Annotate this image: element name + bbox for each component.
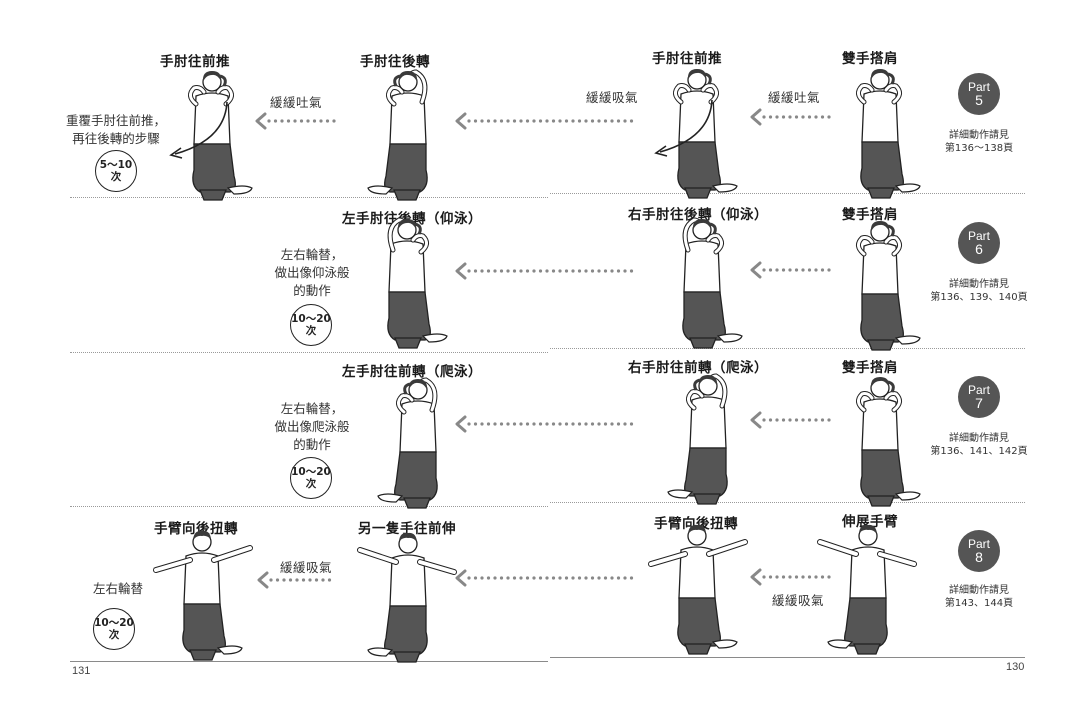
motion-arrow-right-row1 [654,99,713,157]
left-row4-note: 左右輪替 [92,581,143,596]
right-row1-breath-inhale: 緩緩吸氣 [586,90,639,105]
right-row1-title-hands: 雙手搭肩 [842,51,898,67]
figure-right-row2-backstroke [682,217,743,349]
part-7-ref-line1: 詳細動作請見 [949,433,1009,444]
right-page-number: 130 [1006,661,1025,673]
part-8-label: Part [967,537,990,551]
part-8-ref-line1: 詳細動作請見 [949,585,1009,596]
part-5-number: 5 [975,92,983,108]
left-row2-arrow [455,262,634,280]
left-row1-note-line1: 重覆手肘往前推， [65,113,166,128]
part-7-reference: 詳細動作請見 第136、141、142頁 [918,432,1040,458]
right-row1-title-push: 手肘往前推 [652,51,722,67]
left-row2-count-badge: 10〜20 次 [290,304,332,346]
left-row3-note-line2: 做出像爬泳般 [274,419,350,434]
left-row2-note-line1: 左右輪替， [280,247,344,262]
left-row4-breath: 緩緩吸氣 [280,560,333,575]
right-row4-title-extend: 伸展手臂 [842,514,898,530]
left-row1-note-line2: 再往後轉的步驟 [72,131,160,146]
figure-right-row3-crawl [667,373,728,505]
part-7-badge: Part 7 [958,376,1000,418]
right-row3-divider [550,502,1025,503]
part-8-number: 8 [975,549,983,565]
part-8-ref-line2: 第143、144頁 [944,598,1014,609]
left-row4-arrow-b [455,569,634,587]
right-row1-arrow-b [750,108,831,126]
left-row1-arrow-b [455,112,634,130]
right-row3-title-hands: 雙手搭肩 [842,360,898,376]
right-row2-arrow [750,261,831,279]
part-8-reference: 詳細動作請見 第143、144頁 [930,584,1028,610]
left-row2-divider [70,352,548,353]
part-5-badge: Part 5 [958,73,1000,115]
left-row2-note-line2: 做出像仰泳般 [274,265,350,280]
left-row2-note: 左右輪替， 做出像仰泳般 的動作 [262,246,362,300]
part-7-label: Part [967,383,990,397]
left-row1-count-badge: 5〜10 次 [95,150,137,192]
motion-arrow-left-row1 [169,101,228,159]
figure-right-row3-hands [856,377,921,507]
part-5-ref-line1: 詳細動作請見 [949,130,1009,141]
figure-right-row4-twist [648,524,748,655]
right-row2-title-rotate: 右手肘往後轉（仰泳） [628,207,768,223]
figure-left-row1-rotate [367,69,428,201]
right-row3-arrow [750,411,831,429]
left-row3-note-line3: 的動作 [293,437,331,452]
left-row3-note: 左右輪替， 做出像爬泳般 的動作 [262,400,362,454]
part-5-label: Part [967,80,990,94]
left-row2-note-line3: 的動作 [293,283,331,298]
part-8-badge: Part 8 [958,530,1000,572]
left-row1-breath: 緩緩吐氣 [270,95,323,110]
right-row4-breath: 緩緩吸氣 [772,593,825,608]
left-row1-title-push: 手肘往前推 [160,54,230,70]
part-6-badge: Part 6 [958,222,1000,264]
figure-right-row4-extend [817,524,917,655]
left-row1-title-rotate: 手肘往後轉 [360,54,430,70]
left-row3-count-badge: 10〜20 次 [290,457,332,499]
right-row2-title-hands: 雙手搭肩 [842,207,898,223]
left-row2-title: 左手肘往後轉（仰泳） [342,211,482,227]
left-row4-arrow [257,571,332,589]
right-row4-title-twist: 手臂向後扭轉 [654,516,738,532]
part-6-reference: 詳細動作請見 第136、139、140頁 [918,278,1040,304]
part-6-ref-line1: 詳細動作請見 [949,279,1009,290]
left-row4-count-badge: 10〜20 次 [93,608,135,650]
left-row4-title-reach: 另一隻手往前伸 [358,521,456,537]
left-row3-divider [70,506,548,507]
figure-right-row2-hands [856,221,921,351]
right-row1-breath-exhale: 緩緩吐氣 [768,90,821,105]
left-row3-note-line1: 左右輪替， [280,401,344,416]
left-bottom-rule [70,661,548,662]
figure-left-row1-push [188,71,253,201]
left-page-number: 131 [72,665,91,677]
left-row1-note: 重覆手肘往前推， 再往後轉的步驟 [64,112,168,148]
right-row1-divider [550,193,1025,194]
part-6-label: Part [967,229,990,243]
part-7-ref-line2: 第136、141、142頁 [930,446,1028,457]
figure-right-row1-hands [856,69,921,199]
right-bottom-rule [550,657,1025,658]
figure-left-row3-crawl [377,377,438,509]
left-row1-divider [70,197,548,198]
figure-left-row4-twist [153,530,253,661]
left-row1-arrow [255,112,336,130]
left-row3-title: 左手肘往前轉（爬泳） [342,364,482,380]
left-row3-arrow [455,415,634,433]
part-6-number: 6 [975,241,983,257]
right-row2-divider [550,348,1025,349]
right-row3-title-rotate: 右手肘往前轉（爬泳） [628,360,768,376]
figure-right-row1-push [673,69,738,199]
part-6-ref-line2: 第136、139、140頁 [930,292,1028,303]
left-row4-title-twist: 手臂向後扭轉 [154,521,238,537]
part-5-reference: 詳細動作請見 第136〜138頁 [930,129,1028,155]
figure-left-row2-backstroke [387,217,448,349]
part-7-number: 7 [975,395,983,411]
figure-left-row4-reach [357,532,457,663]
right-row4-arrow [750,568,831,586]
part-5-ref-line2: 第136〜138頁 [944,143,1014,154]
